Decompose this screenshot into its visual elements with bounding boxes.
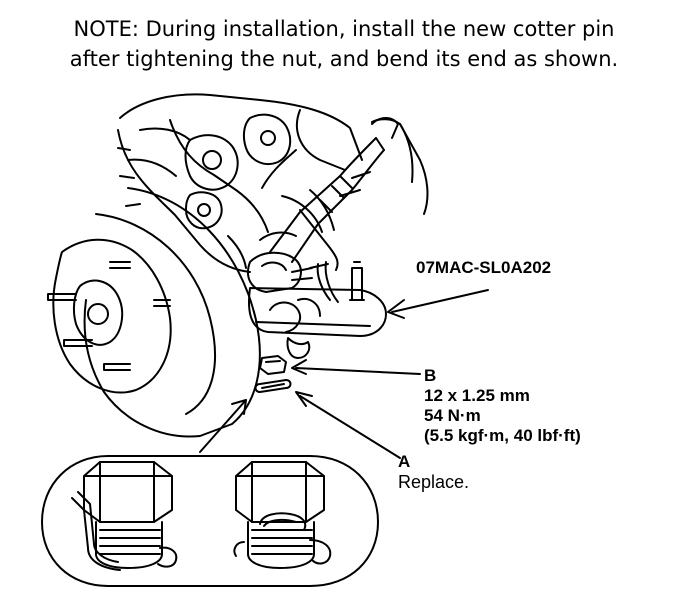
callout-b-torque-alt: (5.5 kgf·m, 40 lbf·ft)	[424, 426, 581, 445]
suspension-background	[117, 93, 429, 273]
note-line-1: NOTE: During installation, install the n…	[73, 17, 615, 41]
note-line-2: after tightening the nut, and bend its e…	[69, 47, 619, 71]
installation-note: NOTE: During installation, install the n…	[0, 14, 688, 74]
cotter-pin-a	[254, 379, 292, 393]
inset-nut-left	[71, 461, 178, 571]
inset-detail-frame	[41, 455, 379, 587]
leader-lines	[199, 289, 489, 459]
ball-joint-remover-tool	[247, 117, 399, 359]
callout-a-letter: A	[398, 452, 411, 471]
callout-b-torque: 54 N·m	[424, 406, 481, 425]
callout-a-action: Replace.	[398, 472, 470, 492]
callout-b-letter: B	[424, 366, 437, 385]
inset-nut-right	[233, 461, 332, 569]
brake-rotor-hub	[47, 187, 261, 438]
castle-nut-b	[259, 355, 287, 375]
callout-b-size: 12 x 1.25 mm	[424, 386, 530, 405]
tool-part-number: 07MAC-SL0A202	[416, 258, 552, 277]
